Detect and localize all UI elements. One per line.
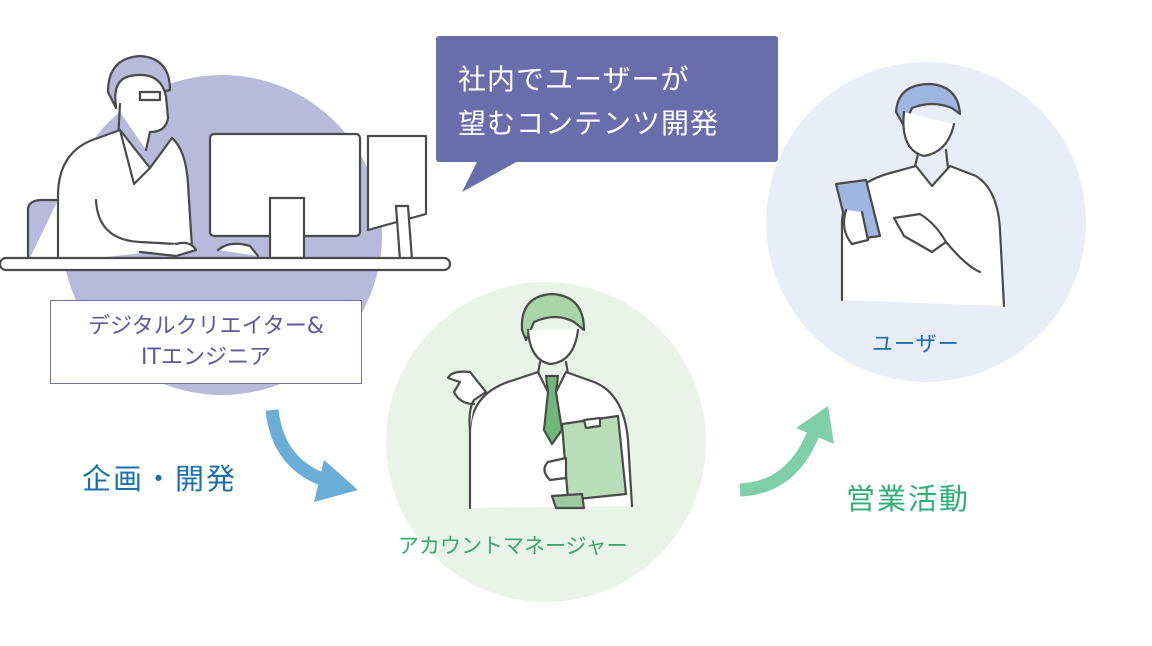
creator-illustration bbox=[0, 54, 452, 272]
user-label: ユーザー bbox=[872, 332, 960, 356]
account-manager-label: アカウントマネージャー bbox=[398, 534, 628, 558]
plan-develop-arrow bbox=[265, 409, 358, 502]
speech-bubble bbox=[436, 36, 778, 192]
sales-activity-label: 営業活動 bbox=[846, 482, 971, 516]
speech-bubble-line-2: 望むコンテンツ開発 bbox=[458, 107, 720, 140]
user-illustration bbox=[834, 82, 1006, 308]
speech-bubble-text: 社内でユーザーが 望むコンテンツ開発 bbox=[458, 58, 768, 146]
creator-role-line-2: ITエンジニア bbox=[141, 345, 271, 370]
plan-develop-label: 企画・開発 bbox=[82, 462, 238, 496]
account-manager-illustration bbox=[446, 292, 634, 510]
creator-role-label: デジタルクリエイター& ITエンジニア bbox=[50, 300, 362, 384]
sales-arrow bbox=[739, 406, 834, 497]
speech-bubble-line-1: 社内でユーザーが bbox=[458, 63, 690, 96]
creator-role-line-1: デジタルクリエイター& bbox=[88, 314, 324, 339]
